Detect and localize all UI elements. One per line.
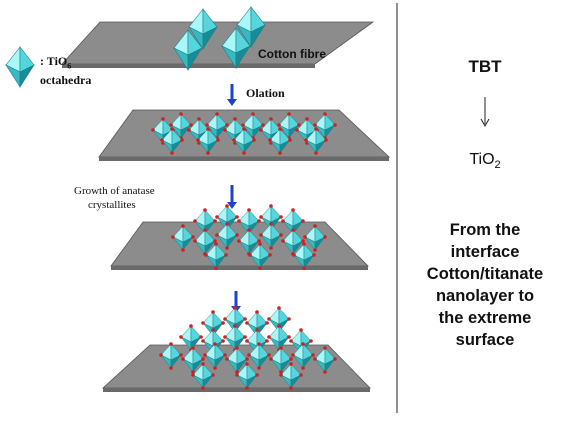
legend-label-line2: octahedra [40,73,92,88]
olation-label: Olation [246,86,285,100]
olation-arrow [227,84,237,106]
tbt-label: TBT [468,57,502,76]
legend-label: : TiO6 octahedra [40,54,91,87]
cotton-fibre-label: Cotton fibre [258,47,326,61]
description-line: the extreme [438,309,532,327]
legend-label-subscript: 6 [67,61,72,71]
growth-arrow [227,185,237,209]
growth-label-line1: Growth of anatase [74,185,155,197]
growth-label-line2: crystallites [88,199,136,211]
cotton-plate-1 [61,21,375,65]
description-line: nanolayer to [435,287,535,305]
description-line: Cotton/titanate [426,265,544,283]
description-block: From the interface Cotton/titanate nanol… [405,219,565,351]
description-line: From the [449,221,521,239]
description-line: interface [450,243,520,261]
legend-octahedron-icon [5,46,35,88]
growth-label: Growth of anatase crystallites [74,184,155,212]
tio2-label-subscript: 2 [494,159,501,172]
tio2-label: TiO2 [440,151,530,171]
tbt-to-tio2-arrow [480,97,490,128]
cotton-plate-3 [110,221,369,267]
description-line: surface [455,331,515,349]
tio2-label-text: TiO [469,151,495,168]
legend-label-prefix: : TiO [40,54,68,68]
